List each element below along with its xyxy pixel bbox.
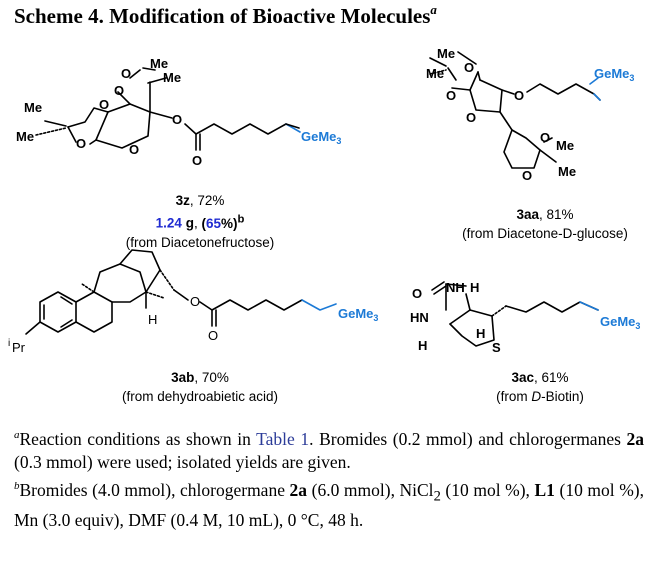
svg-text:Me: Me [437,46,455,61]
svg-text:GeMe3: GeMe3 [594,66,634,83]
svg-text:Me: Me [24,100,42,115]
svg-text:O: O [129,142,139,157]
svg-text:Me: Me [163,70,181,85]
structure-3z: O O O O O O O Me Me Me Me GeMe3 [16,56,341,168]
svg-text:Me: Me [426,66,444,81]
scheme-structures: O O O O O O O Me Me Me Me GeMe3 [8,46,640,355]
svg-text:GeMe3: GeMe3 [301,129,341,146]
caption-3aa: 3aa, 81% (from Diacetone-D-glucose) [462,207,628,241]
scheme-title: Scheme 4. Modification of Bioactive Mole… [14,2,437,28]
caption-3z: 3z, 72% 1.24 g, (65%)b (from Diacetonefr… [125,193,275,250]
svg-text:O: O [514,88,524,103]
svg-text:O: O [446,88,456,103]
svg-text:O: O [412,286,422,301]
svg-text:Pr: Pr [12,340,26,355]
title-footnote-mark: a [430,2,437,17]
svg-text:O: O [208,328,218,343]
svg-text:S: S [492,340,501,355]
svg-text:HN: HN [410,310,429,325]
svg-text:O: O [121,66,131,81]
svg-text:Me: Me [16,129,34,144]
svg-text:O: O [114,83,124,98]
structure-3ac: O NH H HN H H S GeMe3 [410,280,640,355]
svg-text:O: O [190,294,200,309]
table-1-link[interactable]: Table 1 [256,428,310,449]
caption-3ab: 3ab, 70% (from dehydroabietic acid) [121,370,279,404]
svg-text:Me: Me [556,138,574,153]
structure-3aa: Me Me O O O O O O Me Me GeMe3 [426,46,634,183]
svg-text:O: O [76,136,86,151]
caption-3ac: 3ac, 61% (from D-Biotin) [496,370,584,404]
svg-text:O: O [466,110,476,125]
svg-text:Me: Me [558,164,576,179]
svg-text:GeMe3: GeMe3 [338,306,378,323]
svg-text:H: H [418,338,427,353]
svg-text:H: H [148,312,157,327]
svg-text:O: O [192,153,202,168]
svg-text:O: O [464,60,474,75]
svg-text:GeMe3: GeMe3 [600,314,640,331]
svg-text:O: O [172,112,182,127]
svg-text:H: H [470,280,479,295]
svg-text:NH: NH [446,280,465,295]
svg-text:Me: Me [150,56,168,71]
svg-text:H: H [476,326,485,341]
footnote-a: aReaction conditions as shown in Table 1… [14,428,644,473]
svg-text:O: O [522,168,532,183]
scheme-footnotes: aReaction conditions as shown in Table 1… [14,424,644,532]
svg-text:O: O [540,130,550,145]
footnote-b: bBromides (4.0 mmol), chlorogermane 2a (… [14,479,644,530]
structure-3ab: i Pr H O O GeMe3 [8,249,378,355]
svg-text:i: i [8,338,10,349]
svg-text:O: O [99,97,109,112]
